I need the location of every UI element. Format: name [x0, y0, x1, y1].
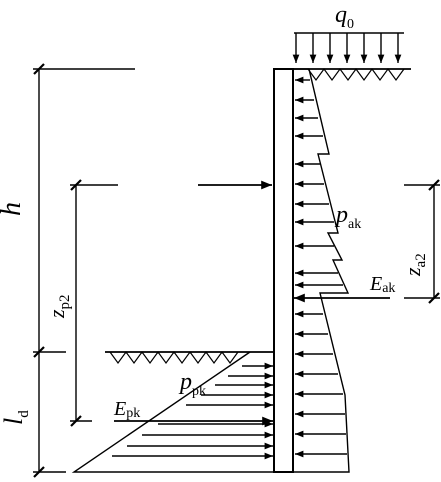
- active-pressure-arrows: [295, 76, 347, 458]
- surcharge-load: [292, 32, 404, 63]
- eak-sub: ak: [382, 281, 395, 296]
- passive-pressure-outline: [71, 351, 274, 473]
- za2-label: za2: [400, 253, 429, 277]
- za2-main: z: [400, 267, 425, 277]
- zp2-sub: p2: [57, 294, 73, 309]
- dimension-za2: [404, 179, 440, 304]
- ld-label: ld: [0, 410, 32, 425]
- active-pressure-diagram: [293, 68, 390, 473]
- epk-main: E: [113, 398, 126, 420]
- eak-main: E: [369, 273, 382, 295]
- ground-surface-excavation: [105, 350, 274, 365]
- epk-label: Epk: [113, 398, 140, 421]
- pak-main: p: [334, 202, 348, 228]
- retaining-wall: [273, 68, 294, 473]
- dimension-zp2: [70, 179, 118, 427]
- q0-sub: 0: [347, 17, 354, 32]
- q0-label: q0: [335, 2, 354, 32]
- dimension-h-ld: [33, 63, 135, 478]
- ppk-sub: pk: [192, 384, 206, 399]
- passive-pressure-arrows: [112, 362, 273, 460]
- ppk-label: ppk: [178, 369, 206, 399]
- za2-sub: a2: [413, 253, 429, 267]
- ppk-main: p: [178, 369, 192, 395]
- active-pressure-outline: [293, 68, 350, 473]
- passive-pressure-diagram: [71, 351, 274, 473]
- zp2-label: zp2: [44, 294, 73, 319]
- h-label: h: [0, 202, 27, 216]
- ground-surface-retained: [293, 67, 411, 82]
- pak-label: pak: [334, 202, 361, 232]
- pak-sub: ak: [348, 217, 361, 232]
- ld-sub: d: [16, 410, 32, 418]
- q0-main: q: [335, 2, 347, 28]
- ld-main: l: [0, 418, 28, 425]
- epk-sub: pk: [126, 406, 140, 421]
- zp2-main: z: [44, 309, 69, 319]
- eak-label: Eak: [369, 273, 395, 296]
